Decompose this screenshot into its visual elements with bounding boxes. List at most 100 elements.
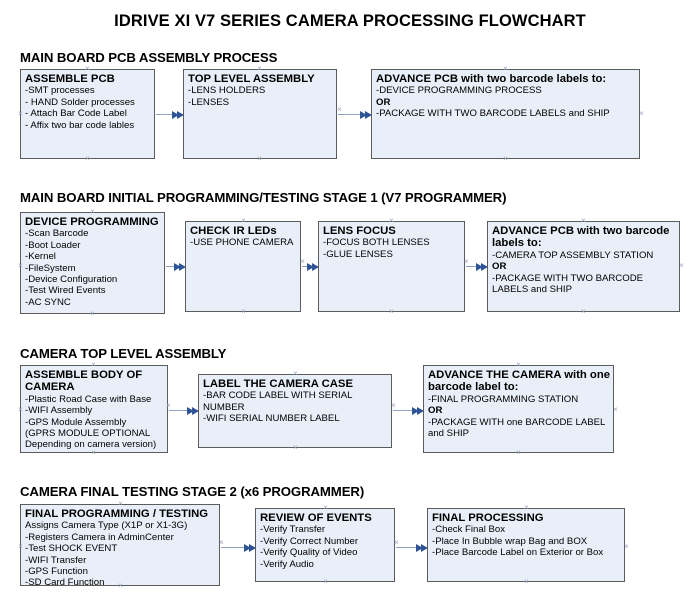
node-line: -Place Barcode Label on Exterior or Box	[432, 547, 604, 559]
node-line-or: OR	[428, 405, 443, 417]
node-check-ir-leds[interactable]: CHECK IR LEDs -USE PHONE CAMERA	[185, 221, 301, 312]
resize-handle-top[interactable]	[388, 217, 395, 224]
node-top-level-assembly[interactable]: TOP LEVEL ASSEMBLY -LENS HOLDERS -LENSES	[183, 69, 337, 159]
node-advance-pcb-two-barcode-labels[interactable]: ADVANCE PCB with two barcode labels to: …	[371, 69, 640, 159]
resize-handle-top[interactable]	[322, 504, 329, 511]
resize-handle-bottom[interactable]	[90, 449, 97, 456]
node-line: -BAR CODE LABEL WITH SERIAL NUMBER	[203, 390, 353, 413]
node-label-the-camera-case[interactable]: LABEL THE CAMERA CASE -BAR CODE LABEL WI…	[198, 374, 392, 448]
resize-handle-top[interactable]	[580, 217, 587, 224]
node-line: -PACKAGE WITH TWO BARCODE LABELS and SHI…	[492, 272, 644, 296]
node-line: -LENS HOLDERS	[188, 85, 266, 97]
node-line: - Attach Bar Code Label	[25, 108, 127, 120]
node-title: CHECK IR LEDs	[190, 225, 277, 237]
node-line: -LENSES	[188, 96, 230, 108]
connector-handle[interactable]	[218, 539, 225, 546]
node-line: -Scan Barcode	[25, 228, 89, 240]
resize-handle-bottom[interactable]	[322, 578, 329, 585]
node-review-of-events[interactable]: REVIEW OF EVENTS -Verify Transfer -Verif…	[255, 508, 395, 582]
resize-handle-left[interactable]	[17, 406, 24, 413]
node-line: -AC SYNC	[25, 296, 71, 308]
arrow-head-icon	[174, 262, 181, 271]
node-line: -FileSystem	[25, 262, 76, 274]
node-line-or: OR	[376, 96, 391, 108]
resize-handle-top[interactable]	[515, 361, 522, 368]
connector-review-of-events-to-final-processing	[396, 543, 428, 552]
node-line: -PACKAGE WITH one BARCODE LABEL and SHIP	[428, 416, 606, 440]
resize-handle-bottom[interactable]	[117, 582, 124, 589]
node-assemble-pcb[interactable]: ASSEMBLE PCB -SMT processes - HAND Solde…	[20, 69, 155, 159]
node-line: (GPRS MODULE OPTIONAL	[25, 428, 151, 440]
node-line: -Verify Correct Number	[260, 535, 359, 547]
arrow-head-icon	[307, 262, 314, 271]
node-line: -Boot Loader	[25, 239, 81, 251]
node-line: -USE PHONE CAMERA	[190, 237, 294, 249]
resize-handle-left[interactable]	[17, 543, 24, 550]
section-heading-main-board-pcb-assembly: MAIN BOARD PCB ASSEMBLY PROCESS	[20, 50, 278, 65]
node-lines: -USE PHONE CAMERA	[190, 237, 297, 248]
resize-handle-right[interactable]	[678, 262, 685, 269]
node-advance-pcb-to-camera-top-assembly[interactable]: ADVANCE PCB with two barcode labels to: …	[487, 221, 680, 312]
connector-label-case-to-advance-camera	[393, 406, 424, 415]
resize-handle-bottom[interactable]	[515, 449, 522, 456]
resize-handle-bottom[interactable]	[256, 155, 263, 162]
node-line: - HAND Solder processes	[25, 96, 135, 108]
node-device-programming[interactable]: DEVICE PROGRAMMING -Scan Barcode -Boot L…	[20, 212, 165, 314]
node-final-programming-testing[interactable]: FINAL PROGRAMMING / TESTING Assigns Came…	[20, 504, 220, 586]
connector-handle[interactable]	[393, 539, 400, 546]
node-lines: Assigns Camera Type (X1P or X1-3G) -Regi…	[25, 520, 216, 585]
resize-handle-top[interactable]	[90, 361, 97, 368]
resize-handle-top[interactable]	[84, 65, 91, 72]
node-line: - Affix two bar code lables	[25, 119, 135, 131]
resize-handle-left[interactable]	[17, 110, 24, 117]
connector-handle[interactable]	[390, 402, 397, 409]
resize-handle-top[interactable]	[256, 65, 263, 72]
resize-handle-bottom[interactable]	[580, 308, 587, 315]
resize-handle-top[interactable]	[292, 370, 299, 377]
node-lens-focus[interactable]: LENS FOCUS -FOCUS BOTH LENSES -GLUE LENS…	[318, 221, 465, 312]
resize-handle-bottom[interactable]	[502, 155, 509, 162]
connector-line	[169, 410, 198, 412]
section-heading-main-board-initial-programming: MAIN BOARD INITIAL PROGRAMMING/TESTING S…	[20, 190, 507, 205]
resize-handle-bottom[interactable]	[388, 308, 395, 315]
node-lines: -CAMERA TOP ASSEMBLY STATION OR -PACKAGE…	[492, 250, 676, 296]
node-title: LABEL THE CAMERA CASE	[203, 378, 354, 390]
resize-handle-bottom[interactable]	[292, 444, 299, 451]
resize-handle-top[interactable]	[502, 65, 509, 72]
resize-handle-top[interactable]	[89, 208, 96, 215]
connector-handle[interactable]	[463, 258, 470, 265]
connector-handle[interactable]	[165, 402, 172, 409]
resize-handle-top[interactable]	[240, 217, 247, 224]
node-title: REVIEW OF EVENTS	[260, 512, 372, 524]
node-title: DEVICE PROGRAMMING	[25, 216, 159, 228]
resize-handle-top[interactable]	[523, 504, 530, 511]
resize-handle-top[interactable]	[117, 500, 124, 507]
resize-handle-bottom[interactable]	[523, 578, 530, 585]
connector-handle[interactable]	[336, 106, 343, 113]
node-lines: -Verify Transfer -Verify Correct Number …	[260, 524, 391, 570]
resize-handle-right[interactable]	[612, 406, 619, 413]
resize-handle-left[interactable]	[17, 262, 24, 269]
node-lines: -DEVICE PROGRAMMING PROCESS OR -PACKAGE …	[376, 85, 636, 119]
connector-line	[166, 266, 185, 268]
node-line: -WIFI Assembly	[25, 405, 93, 417]
node-line: -FINAL PROGRAMMING STATION	[428, 393, 579, 405]
node-final-processing[interactable]: FINAL PROCESSING -Check Final Box -Place…	[427, 508, 625, 582]
resize-handle-right[interactable]	[638, 110, 645, 117]
resize-handle-right[interactable]	[623, 543, 630, 550]
node-line: Assigns Camera Type (X1P or X1-3G)	[25, 520, 188, 532]
resize-handle-bottom[interactable]	[89, 310, 96, 317]
connector-handle[interactable]	[299, 258, 306, 265]
node-lines: -Check Final Box -Place In Bubble wrap B…	[432, 524, 621, 558]
node-assemble-body-of-camera[interactable]: ASSEMBLE BODY OF CAMERA -Plastic Road Ca…	[20, 365, 168, 453]
resize-handle-bottom[interactable]	[84, 155, 91, 162]
node-advance-the-camera-one-barcode-label[interactable]: ADVANCE THE CAMERA with one barcode labe…	[423, 365, 614, 453]
arrow-head-icon	[412, 406, 419, 415]
node-title: FINAL PROCESSING	[432, 512, 544, 524]
connector-line	[396, 547, 427, 549]
node-title: TOP LEVEL ASSEMBLY	[188, 73, 315, 85]
node-title: ADVANCE PCB with two barcode labels to:	[376, 73, 607, 85]
arrow-head-icon	[416, 543, 423, 552]
resize-handle-bottom[interactable]	[240, 308, 247, 315]
